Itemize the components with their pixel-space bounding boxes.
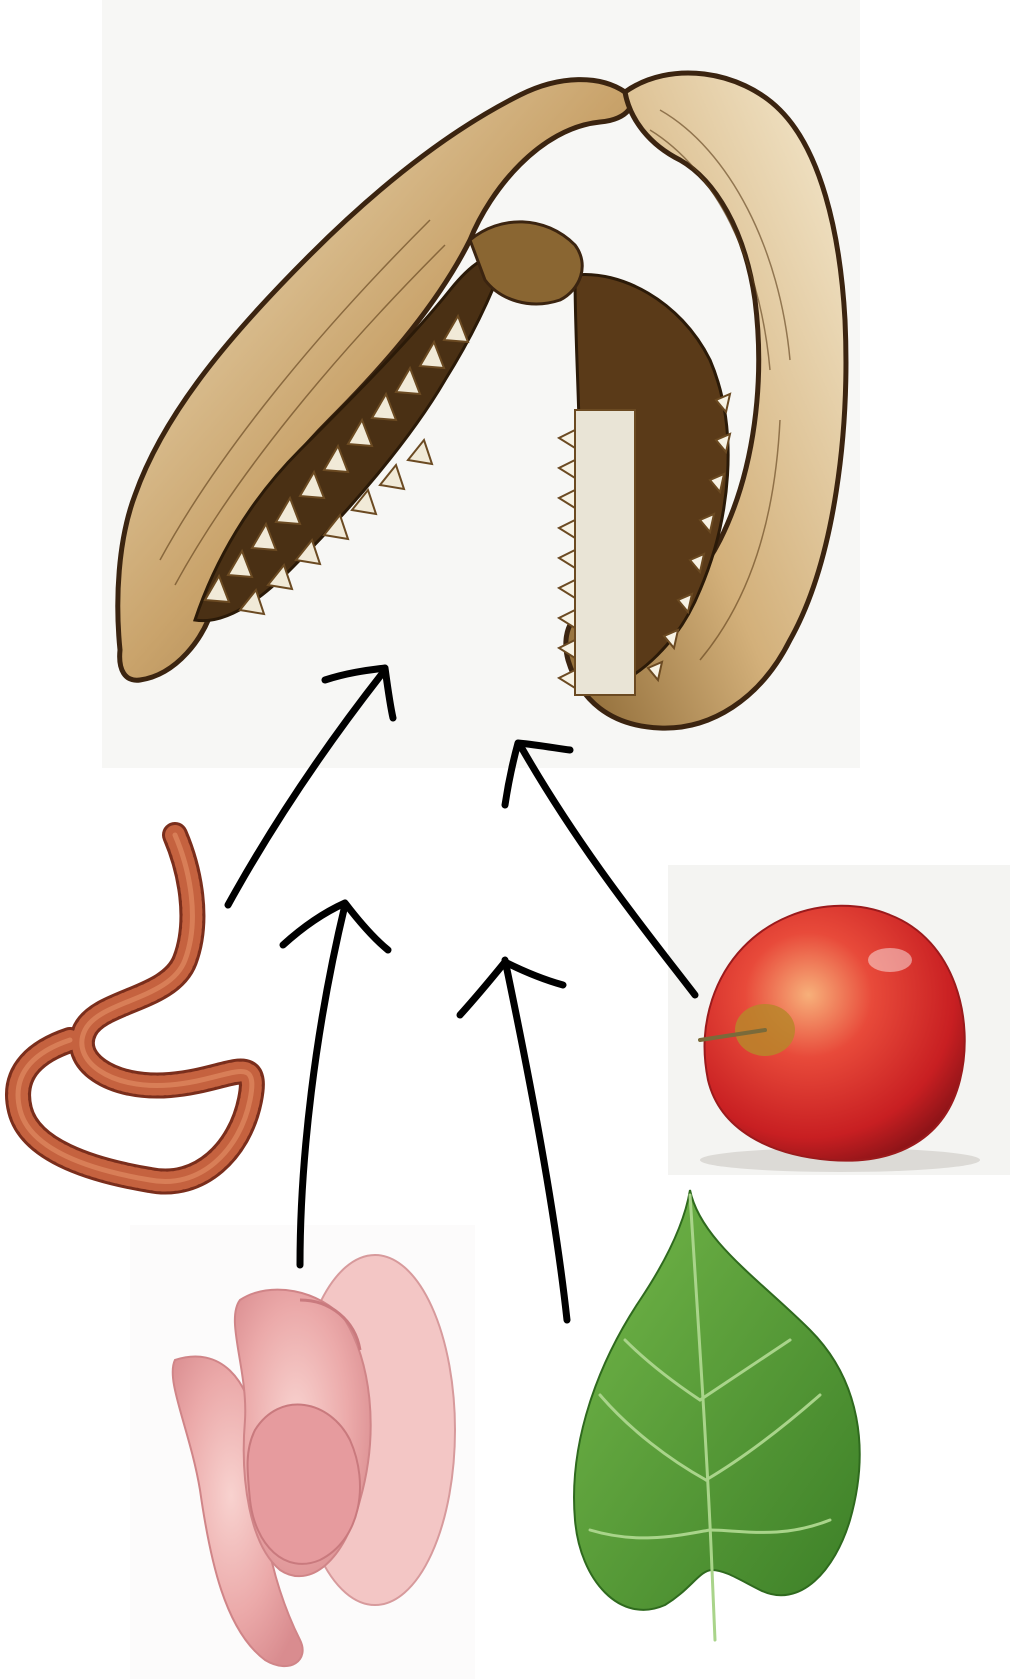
arrow-apple-to-jaw: [505, 743, 695, 995]
arrows: [228, 668, 695, 1320]
red-apple-icon: [700, 906, 980, 1172]
arrow-worm-to-jaw: [228, 668, 393, 905]
arrow-ham-to-jaw: [283, 903, 388, 1265]
green-leaf-icon: [574, 1190, 860, 1640]
sliced-ham-icon: [173, 1255, 455, 1666]
shark-jaw-engraving: [118, 73, 846, 728]
arrow-leaf-to-jaw: [460, 960, 567, 1320]
earthworm-icon: [18, 835, 252, 1182]
